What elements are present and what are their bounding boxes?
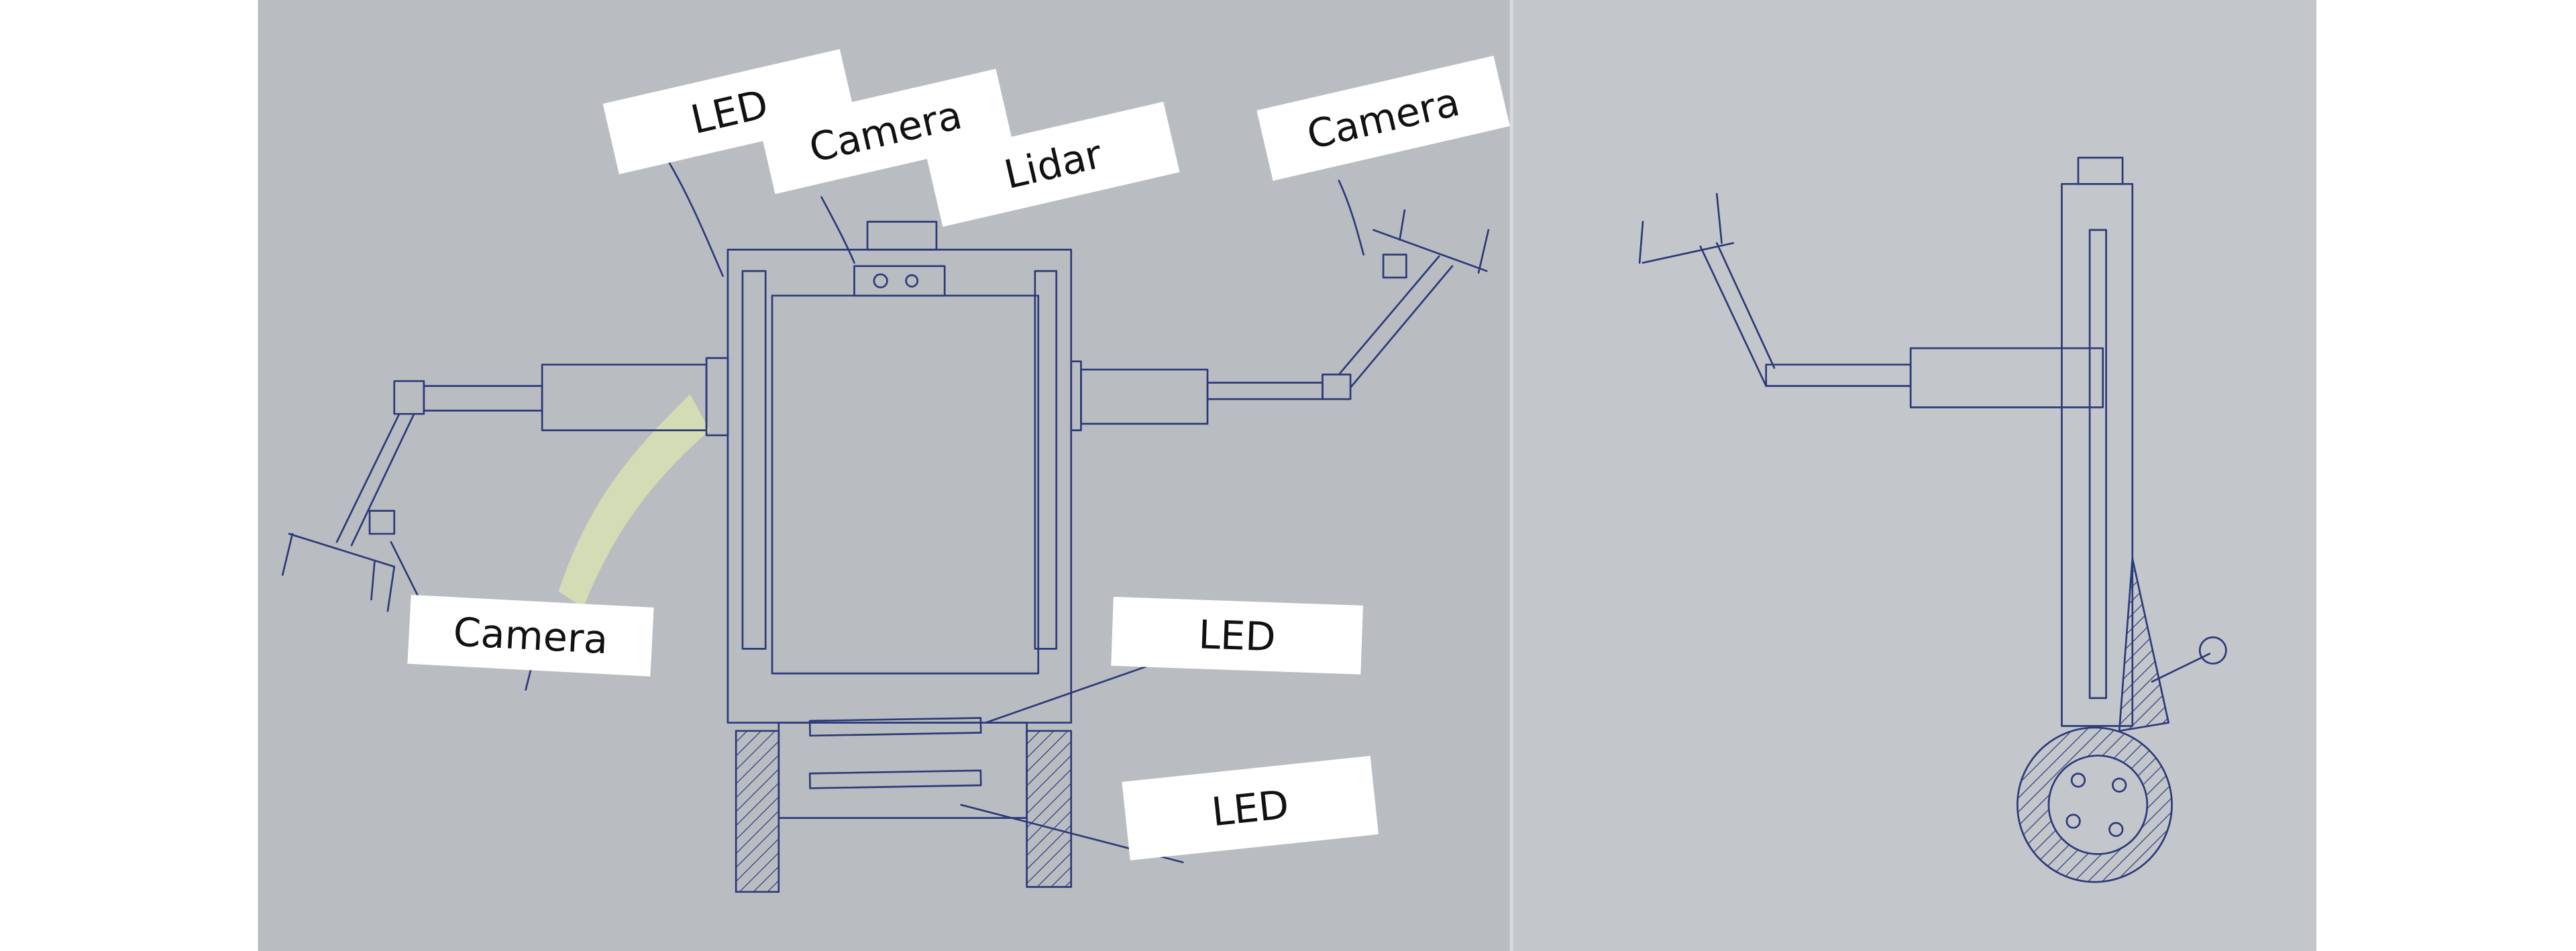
led-strip-right: [1034, 270, 1058, 650]
paper-side-view: [1511, 0, 2317, 951]
side-view-drawing: [1638, 156, 2227, 883]
right-arm-link: [1338, 255, 1454, 389]
wheel-bolt: [2112, 777, 2127, 793]
right-arm-camera: [1382, 254, 1407, 279]
side-arm-link: [1699, 242, 1776, 387]
leader-line: [664, 155, 724, 277]
led-strip-left: [741, 270, 767, 650]
leg-right: [1026, 730, 1073, 888]
left-arm-joint: [393, 380, 425, 415]
label-led-middle: LED: [1111, 596, 1363, 675]
leader-line: [1338, 180, 1364, 256]
label-led-bottom: LED: [1122, 756, 1379, 860]
camera-lens: [905, 274, 919, 288]
lidar-box: [866, 221, 938, 251]
caster-arm: [2151, 653, 2211, 683]
side-wheel-hub: [2047, 754, 2149, 855]
camera-lens: [873, 273, 888, 288]
led-bar-upper: [808, 717, 982, 737]
left-arm-camera: [368, 510, 396, 535]
left-arm-link: [335, 412, 415, 547]
led-bar-lower: [808, 769, 982, 789]
label-text: LED: [1210, 781, 1291, 836]
side-arm-rod: [1765, 363, 1912, 387]
front-view-drawing: [281, 155, 1490, 893]
leader-line: [820, 196, 855, 264]
right-gripper: [1373, 209, 1490, 274]
label-text: LED: [1197, 611, 1276, 660]
label-camera-left: Camera: [407, 594, 654, 677]
wheel-bolt: [2108, 822, 2124, 837]
wheel-bolt: [2065, 814, 2081, 829]
label-led-top: LED: [602, 49, 857, 174]
highlighter-mark: [558, 394, 710, 608]
side-bracket: [2118, 557, 2169, 732]
camera-box: [853, 265, 946, 297]
leader-line: [985, 664, 1151, 724]
left-gripper: [281, 533, 396, 612]
side-column: [2061, 182, 2134, 727]
label-lidar: Lidar: [926, 101, 1180, 227]
leg-left: [735, 730, 780, 893]
wheel-bolt: [2070, 773, 2086, 788]
side-led-slot: [2088, 229, 2107, 700]
caster-wheel: [2198, 636, 2227, 665]
side-gripper: [1638, 192, 1735, 264]
label-text: Camera: [452, 608, 609, 663]
